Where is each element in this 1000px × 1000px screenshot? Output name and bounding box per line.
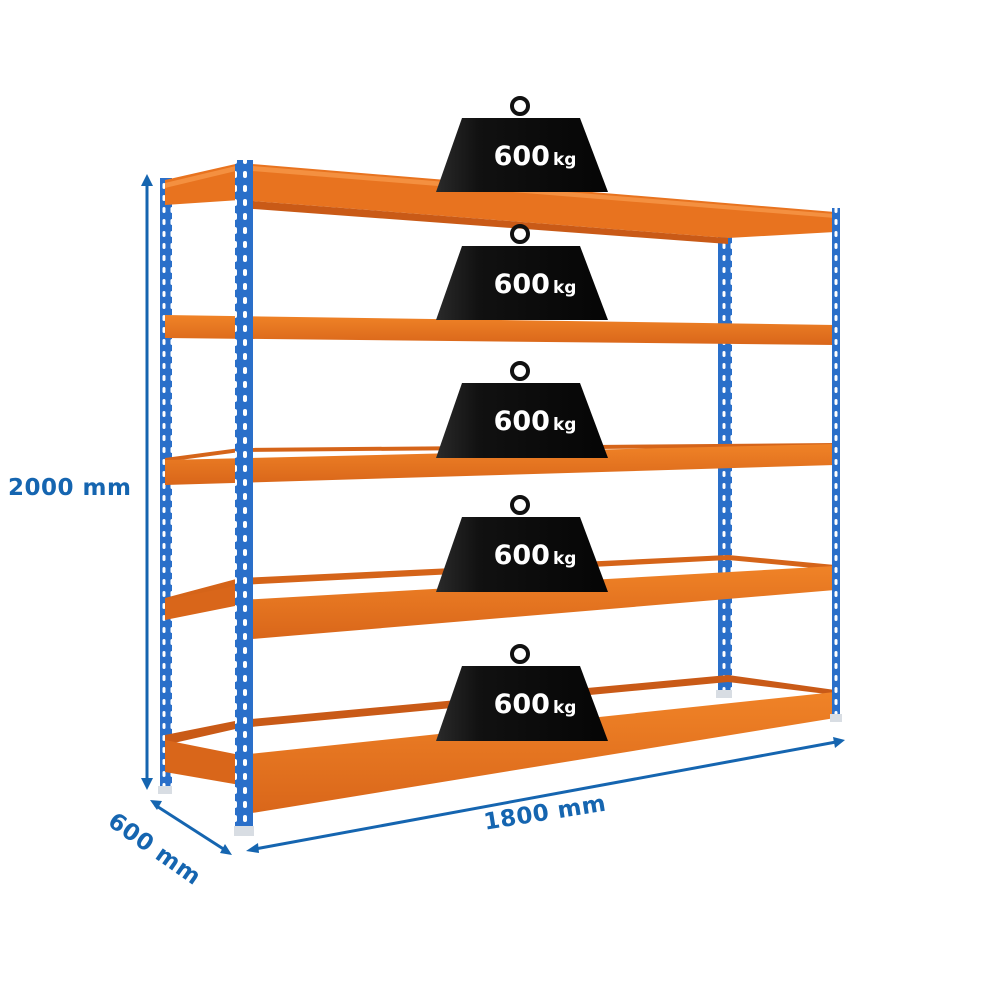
front-left-post [234,160,254,836]
shelf-2 [165,315,835,345]
depth-arrow [150,800,232,855]
weight-icon [436,644,608,741]
front-right-post [830,208,842,722]
load-value: 600 [493,406,550,437]
width-arrow [246,737,845,853]
height-arrow [141,174,153,790]
shelf-4 [165,555,835,640]
back-left-foot [158,786,172,794]
weight-icon [436,224,608,320]
shelf-1 [165,163,835,244]
load-unit: kg [552,150,577,170]
load-value: 600 [493,689,550,720]
shelf-5 [165,675,835,815]
load-unit: kg [552,698,577,718]
load-value: 600 [493,540,550,571]
weight-icon [436,96,608,192]
load-unit: kg [552,278,577,298]
load-value: 600 [493,269,550,300]
height-dimension-label: 2000 mm [8,475,132,501]
shelf-3 [165,443,835,485]
load-unit: kg [552,549,577,569]
weight-icon [436,361,608,458]
back-right-foot [716,690,732,698]
load-value: 600 [493,141,550,172]
weight-icon [436,495,608,592]
load-unit: kg [552,415,577,435]
